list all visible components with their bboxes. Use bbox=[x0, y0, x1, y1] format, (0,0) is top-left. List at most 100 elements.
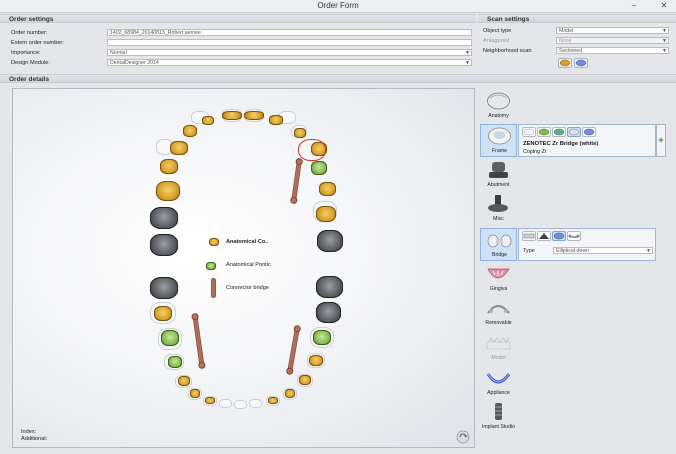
tooth-upper-lateral[interactable] bbox=[294, 128, 306, 138]
close-button[interactable]: ✕ bbox=[660, 1, 668, 10]
tooth-lower-molar[interactable] bbox=[154, 306, 172, 321]
tooth-upper-central[interactable] bbox=[244, 111, 264, 120]
order-number-field[interactable]: 1402_68984_20140813_Robert,aernee bbox=[107, 29, 472, 36]
rotate-view-icon[interactable] bbox=[456, 430, 470, 444]
object-type-value: Model bbox=[559, 28, 574, 34]
tooth-upper-canine[interactable] bbox=[170, 141, 188, 155]
tooth-upper-premolar[interactable] bbox=[160, 159, 178, 174]
selected-tooth-ring[interactable] bbox=[298, 139, 326, 161]
bridge-type-value: Elliptical down bbox=[556, 248, 589, 254]
tooth-upper-molar[interactable] bbox=[150, 234, 178, 256]
tooth-lower-incisor[interactable] bbox=[268, 397, 278, 404]
neighborhood-scan-select[interactable]: Sectioned▼ bbox=[556, 47, 669, 54]
tooth-lower-premolar[interactable] bbox=[309, 355, 323, 366]
object-type-select[interactable]: Model ▼ bbox=[556, 27, 669, 34]
tooth-upper-premolar[interactable] bbox=[319, 182, 336, 196]
tooth-upper-lateral[interactable] bbox=[269, 115, 283, 125]
sidebar-item-anatomy[interactable]: Anatomy bbox=[480, 90, 517, 123]
bridge-style-option-2[interactable] bbox=[537, 231, 551, 241]
connector-bridge[interactable] bbox=[285, 324, 302, 376]
anatomical-pontic-legend-icon bbox=[206, 262, 216, 270]
extern-order-label: Extern order number: bbox=[11, 40, 64, 46]
chevron-down-icon: ▼ bbox=[465, 60, 470, 66]
frame-options-panel: ZENOTEC Zr Bridge (white) Coping Zr bbox=[518, 124, 656, 157]
design-module-value: DentalDesigner 2014 bbox=[110, 60, 159, 66]
antagonist-select[interactable]: None▼ bbox=[556, 37, 669, 44]
bridge-elliptical-icon bbox=[553, 232, 565, 240]
connector-bridge[interactable] bbox=[289, 157, 304, 205]
tooth-upper-molar[interactable] bbox=[150, 207, 178, 229]
tooth-lower-premolar[interactable] bbox=[168, 356, 182, 368]
legend-label-anatomical-pontic: Anatomical Pontic bbox=[226, 262, 271, 268]
scan-settings-header: Scan settings bbox=[478, 14, 676, 23]
connector-legend-icon bbox=[211, 278, 216, 298]
sidebar-item-bridge[interactable]: Bridge bbox=[480, 228, 517, 261]
tooth-chart-canvas[interactable]: Anatomical Co.. Anatomical Pontic Connec… bbox=[12, 88, 475, 448]
tooth-lower-canine[interactable] bbox=[190, 389, 200, 398]
design-module-select[interactable]: DentalDesigner 2014 ▼ bbox=[107, 59, 472, 66]
tooth-lower-molar[interactable] bbox=[313, 330, 331, 345]
connector-knob bbox=[293, 324, 302, 333]
sidebar-item-model[interactable]: Model bbox=[480, 332, 517, 365]
sidebar-item-abutment[interactable]: Abutment bbox=[480, 159, 517, 192]
tooth-upper-molar[interactable] bbox=[317, 230, 343, 252]
connector-bridge[interactable] bbox=[191, 312, 206, 370]
tooth-lower-incisor[interactable] bbox=[205, 397, 215, 404]
frame-material-option-teal[interactable] bbox=[552, 127, 566, 137]
tooth-lower-incisor[interactable] bbox=[234, 400, 247, 409]
misc-post-icon bbox=[488, 195, 508, 212]
chevron-down-icon: ▼ bbox=[465, 50, 470, 56]
sidebar-item-gingiva[interactable]: Gingiva bbox=[480, 263, 517, 296]
importance-label: Importance: bbox=[11, 50, 41, 56]
sidebar-item-removable[interactable]: Removable bbox=[480, 297, 517, 330]
sidebar-item-misc[interactable]: Misc bbox=[480, 193, 517, 226]
object-type-label: Object type bbox=[483, 28, 512, 34]
bridge-style-option-3[interactable] bbox=[552, 231, 566, 241]
tooth-upper-premolar[interactable] bbox=[156, 181, 180, 201]
sidebar-item-label: Gingiva bbox=[489, 286, 508, 292]
anatomical-crown-legend-icon bbox=[209, 238, 219, 246]
sidebar-item-label: Misc bbox=[493, 216, 504, 222]
add-frame-button[interactable]: + bbox=[656, 124, 666, 157]
sidebar-item-appliance[interactable]: Appliance bbox=[480, 367, 517, 400]
bridge-style-option-1[interactable] bbox=[522, 231, 536, 241]
bridge-options-panel: Type Elliptical down ▼ bbox=[518, 228, 656, 261]
bridge-type-select[interactable]: Elliptical down ▼ bbox=[553, 247, 653, 254]
tooth-lower-premolar[interactable] bbox=[178, 376, 190, 386]
bridge-connector-icon bbox=[568, 234, 580, 238]
scan-option-gold-button[interactable] bbox=[558, 58, 572, 68]
chevron-down-icon: ▼ bbox=[662, 38, 667, 44]
tooth-upper-incisor[interactable] bbox=[202, 116, 214, 125]
chevron-down-icon: ▼ bbox=[662, 28, 667, 34]
tooth-lower-molar[interactable] bbox=[161, 330, 179, 346]
frame-material-option-green[interactable] bbox=[537, 127, 551, 137]
frame-material-name: ZENOTEC Zr Bridge (white) bbox=[523, 141, 599, 147]
tooth-lower-molar[interactable] bbox=[316, 302, 341, 323]
tooth-lower-molar[interactable] bbox=[150, 277, 178, 299]
tooth-lower-molar[interactable] bbox=[316, 276, 343, 298]
tooth-lower-premolar[interactable] bbox=[299, 375, 311, 385]
tooth-lower-incisor[interactable] bbox=[219, 399, 232, 408]
bridge-pontic-icon bbox=[539, 233, 549, 239]
frame-material-option-white[interactable] bbox=[522, 127, 536, 137]
tooth-upper-lateral[interactable] bbox=[183, 125, 197, 137]
sidebar-item-implant-studio[interactable]: Implant Studio bbox=[480, 401, 517, 434]
frame-material-option-blue[interactable] bbox=[582, 127, 596, 137]
tooth-upper-premolar[interactable] bbox=[311, 161, 327, 175]
tooth-lower-canine[interactable] bbox=[285, 389, 295, 398]
minimize-button[interactable]: – bbox=[631, 1, 637, 10]
importance-select[interactable]: Normal▼ bbox=[107, 49, 472, 56]
tooth-upper-central[interactable] bbox=[222, 111, 242, 120]
tooth-lower-incisor[interactable] bbox=[249, 399, 262, 408]
bridge-style-option-4[interactable] bbox=[567, 231, 581, 241]
scan-option-blue-button[interactable] bbox=[574, 58, 588, 68]
sidebar-item-label: Implant Studio bbox=[481, 424, 516, 430]
window-title: Order Form bbox=[317, 1, 359, 10]
appliance-icon bbox=[486, 373, 511, 384]
sidebar-item-frame[interactable]: Frame bbox=[480, 124, 517, 157]
frame-material-option-zirconia[interactable] bbox=[567, 127, 581, 137]
green-coping-icon bbox=[538, 128, 550, 136]
extern-order-field[interactable] bbox=[107, 39, 472, 46]
tooth-upper-molar[interactable] bbox=[316, 206, 336, 222]
order-settings-header: Order settings bbox=[0, 14, 476, 23]
